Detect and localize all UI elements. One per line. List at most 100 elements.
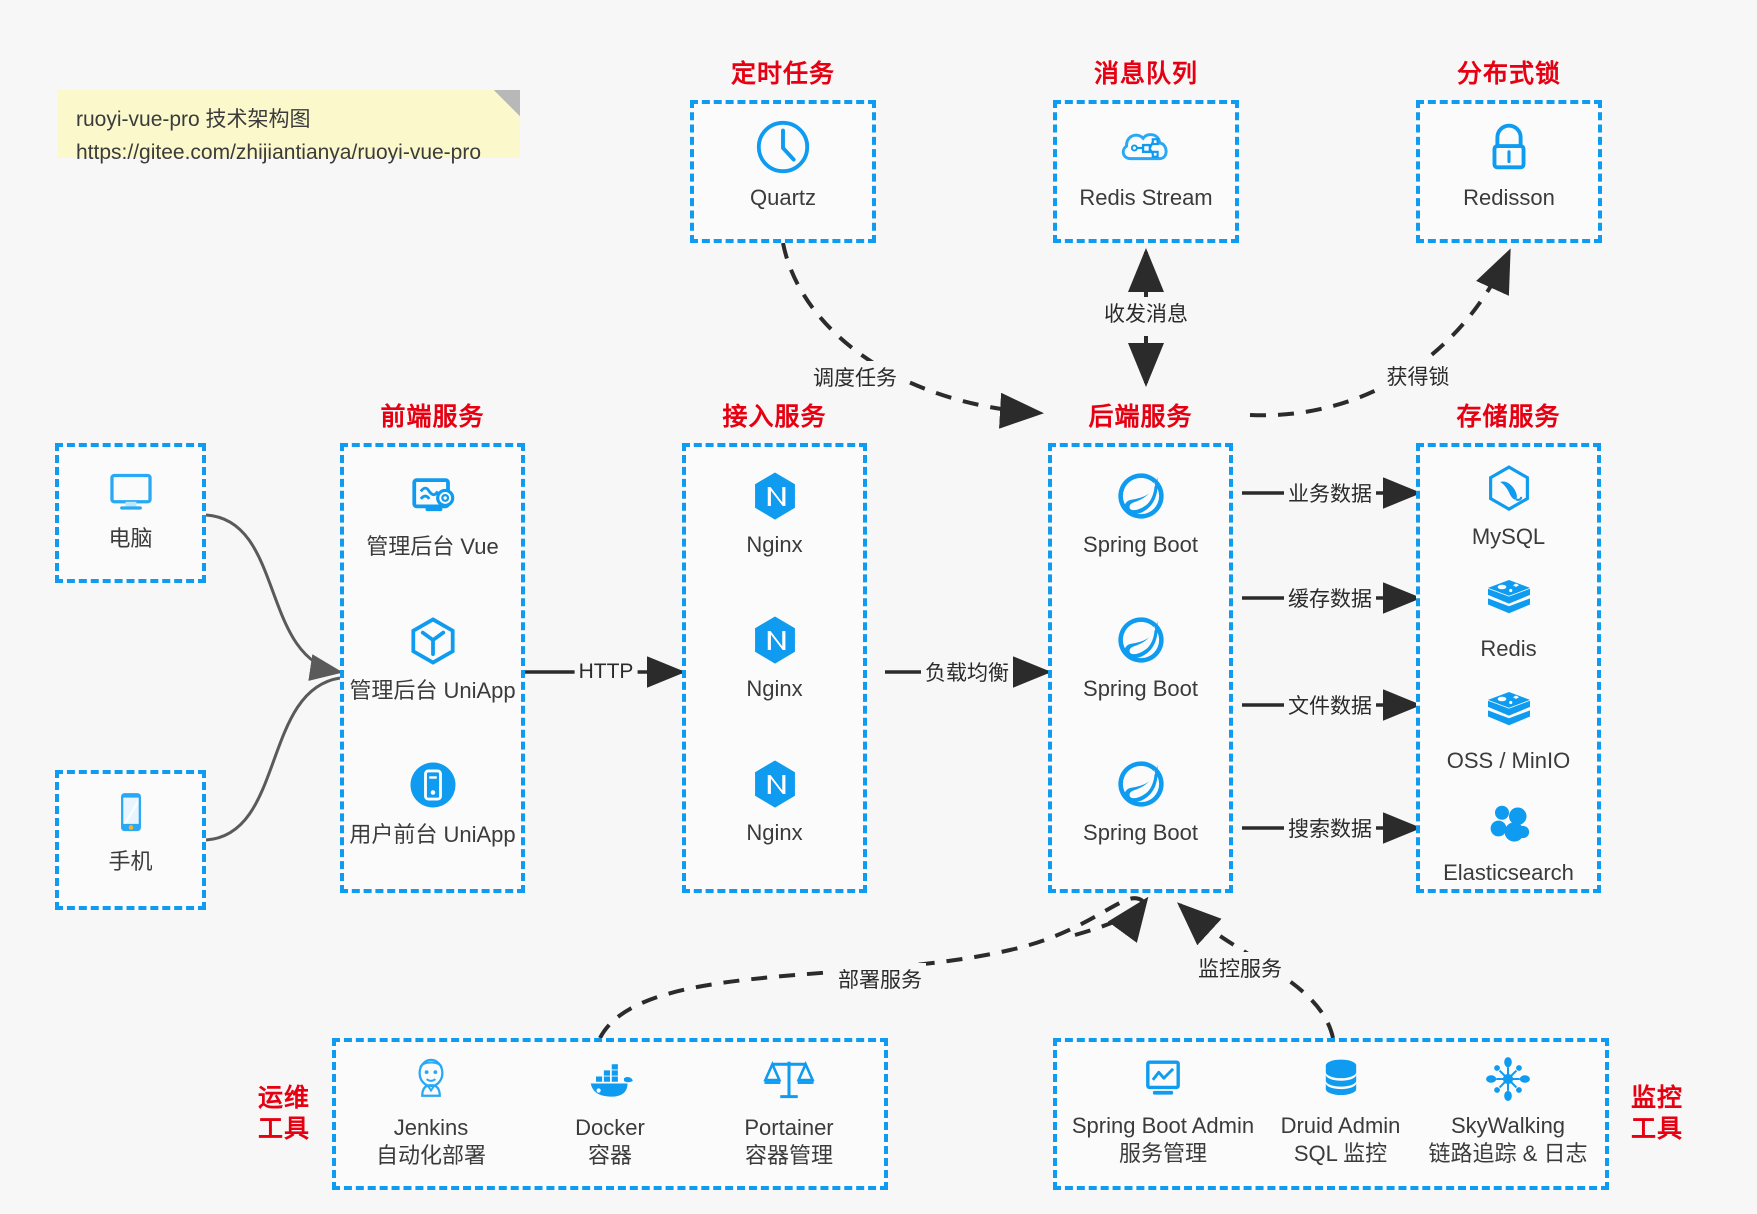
nginx-icon [754, 616, 795, 664]
node-desktop[interactable]: 电脑 [55, 461, 206, 553]
mysql-icon [1488, 465, 1529, 511]
edge-mobile-to-frontend [205, 676, 341, 842]
node-admin-vue[interactable]: 管理后台 Vue [340, 467, 525, 561]
node-skywalking[interactable]: SkyWalking 链路追踪 & 日志 [1413, 1052, 1603, 1168]
node-sublabel-docker: 容器 [587, 1142, 632, 1168]
edge-devops-arrowhead [1074, 896, 1149, 943]
node-admin-uniapp[interactable]: 管理后台 UniApp [340, 611, 525, 705]
group-title-distributed-lock: 分布式锁 [1456, 60, 1561, 88]
edge-label-search-data: 搜索数据 [1284, 812, 1376, 844]
node-label-admin-vue: 管理后台 Vue [366, 534, 499, 559]
cloud-stream-icon [1121, 133, 1168, 161]
group-title-monitoring-line1: 监控 [1630, 1083, 1683, 1112]
node-nginx-1[interactable]: Nginx [682, 467, 867, 559]
edge-label-schedule-task: 调度任务 [809, 361, 901, 393]
node-druid-admin[interactable]: Druid Admin SQL 监控 [1253, 1052, 1428, 1168]
group-title-monitoring: 监控 工具 [1621, 1083, 1693, 1146]
edge-label-send-receive-msg: 收发消息 [1100, 297, 1192, 329]
box-monitoring[interactable] [1053, 1038, 1609, 1190]
node-label-desktop: 电脑 [108, 526, 153, 551]
node-label-docker: Docker [575, 1115, 645, 1140]
node-sublabel-jenkins: 自动化部署 [375, 1142, 486, 1168]
node-mysql[interactable]: MySQL [1416, 461, 1601, 551]
redis-icon [1487, 692, 1530, 726]
node-label-spring-boot-1: Spring Boot [1083, 532, 1198, 557]
node-nginx-2[interactable]: Nginx [682, 611, 867, 703]
redis-icon [1487, 580, 1530, 614]
elasticsearch-icon [1490, 805, 1529, 842]
node-label-skywalking: SkyWalking [1450, 1113, 1566, 1138]
database-icon [1325, 1059, 1356, 1096]
group-scheduled-task: 定时任务 Quartz [690, 60, 876, 243]
node-mobile[interactable]: 手机 [55, 784, 206, 876]
lock-icon [1492, 123, 1526, 170]
edge-label-file-data: 文件数据 [1284, 689, 1376, 721]
node-user-uniapp[interactable]: 用户前台 UniApp [340, 755, 525, 849]
box-message-queue[interactable] [1053, 100, 1239, 243]
node-spring-boot-admin[interactable]: Spring Boot Admin 服务管理 [1063, 1052, 1263, 1168]
node-label-mysql: MySQL [1471, 524, 1546, 549]
group-distributed-lock: 分布式锁 Redisson [1416, 60, 1602, 243]
node-label-nginx-3: Nginx [746, 820, 803, 845]
edge-backend-to-lock [1249, 248, 1511, 418]
nginx-icon [754, 760, 795, 808]
edge-label-load-balance: 负载均衡 [921, 656, 1013, 688]
box-client-desktop[interactable] [55, 443, 206, 583]
node-nginx-3[interactable]: Nginx [682, 755, 867, 847]
node-label-redisson: Redisson [1463, 185, 1555, 210]
node-redis-stream[interactable]: Redis Stream [1053, 116, 1239, 212]
node-label-mobile: 手机 [108, 849, 153, 874]
edge-label-deploy-service: 部署服务 [834, 963, 926, 995]
node-elasticsearch[interactable]: Elasticsearch [1416, 797, 1601, 887]
group-title-message-queue: 消息队列 [1093, 60, 1198, 88]
nginx-icon [754, 472, 795, 520]
monitor-gear-icon [411, 478, 454, 512]
node-jenkins[interactable]: Jenkins 自动化部署 [346, 1052, 516, 1170]
monitor-chart-icon [1146, 1060, 1180, 1095]
box-frontend[interactable] [340, 443, 525, 893]
node-quartz[interactable]: Quartz [690, 116, 876, 212]
node-label-elasticsearch: Elasticsearch [1443, 860, 1574, 885]
node-oss-minio[interactable]: OSS / MinIO [1416, 685, 1601, 775]
group-title-devops-line1: 运维 [257, 1083, 310, 1112]
node-spring-boot-2[interactable]: Spring Boot [1048, 611, 1233, 703]
node-spring-boot-3[interactable]: Spring Boot [1048, 755, 1233, 847]
spring-boot-icon [1117, 761, 1164, 807]
group-title-devops-line2: 工具 [257, 1115, 310, 1143]
edge-label-http: HTTP [574, 659, 638, 685]
node-spring-boot-1[interactable]: Spring Boot [1048, 467, 1233, 559]
node-portainer[interactable]: Portainer 容器管理 [704, 1052, 874, 1170]
mobile-icon [120, 793, 141, 832]
hexagon-cube-icon [410, 617, 455, 665]
note-line-2: https://gitee.com/zhijiantianya/ruoyi-vu… [76, 140, 482, 164]
group-title-devops: 运维 工具 [248, 1083, 320, 1146]
group-title-scheduled-task: 定时任务 [730, 60, 835, 88]
skywalking-icon [1486, 1057, 1530, 1101]
group-title-frontend: 前端服务 [380, 403, 485, 431]
node-label-jenkins: Jenkins [393, 1115, 469, 1140]
group-gateway: 接入服务 Nginx Nginx Nginx [682, 403, 867, 893]
node-sublabel-druid-admin: SQL 监控 [1293, 1140, 1388, 1166]
spring-boot-icon [1117, 617, 1164, 663]
node-sublabel-skywalking: 链路追踪 & 日志 [1428, 1140, 1588, 1166]
node-sublabel-portainer: 容器管理 [744, 1142, 833, 1168]
node-label-nginx-2: Nginx [746, 676, 803, 701]
node-label-spring-boot-3: Spring Boot [1083, 820, 1198, 845]
jenkins-icon [418, 1058, 444, 1097]
box-storage[interactable] [1416, 443, 1601, 893]
group-title-gateway: 接入服务 [722, 403, 827, 431]
group-monitoring: 监控 工具 Spring Boot Admin 服务管理 Druid Admin… [1053, 1038, 1682, 1190]
node-label-spring-boot-2: Spring Boot [1083, 676, 1198, 701]
group-storage: 存储服务 MySQL Redis [1416, 403, 1601, 893]
group-backend: 后端服务 Spring Boot Spring Boot [1048, 403, 1233, 893]
node-label-druid-admin: Druid Admin [1280, 1113, 1401, 1138]
node-docker[interactable]: Docker 容器 [525, 1052, 695, 1170]
scales-icon [763, 1061, 815, 1099]
box-distributed-lock[interactable] [1416, 100, 1602, 243]
node-redisson[interactable]: Redisson [1416, 116, 1602, 212]
node-redis[interactable]: Redis [1416, 573, 1601, 663]
edge-label-acquire-lock: 获得锁 [1382, 360, 1454, 392]
node-label-quartz: Quartz [749, 185, 817, 210]
edge-label-monitor-service: 监控服务 [1194, 952, 1286, 984]
